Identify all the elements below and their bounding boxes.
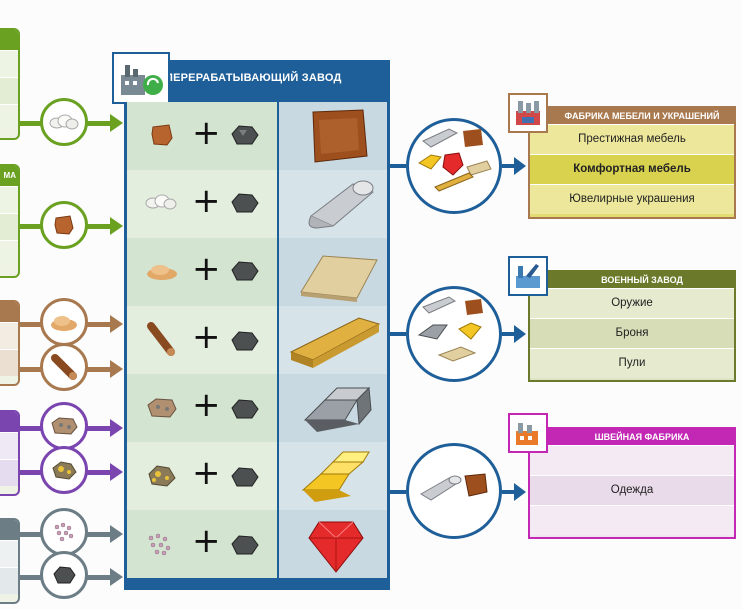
product-item: Броня: [530, 318, 734, 348]
gold-ore-source-icon: [40, 446, 88, 494]
sewing-factory-icon: [508, 413, 548, 453]
plus-sign: +: [192, 181, 221, 221]
recipe-row: +: [127, 170, 387, 238]
source-panel-gray: [0, 518, 20, 604]
sewing-factory-title: ШВЕЙНАЯ ФАБРИКА: [530, 429, 734, 445]
sawdust-source-icon: [40, 298, 88, 346]
recipe-row: +: [127, 442, 387, 510]
plus-sign: +: [192, 385, 221, 425]
furniture-factory-panel: ФАБРИКА МЕБЕЛИ И УКРАШЕНИЙ Престижная ме…: [528, 106, 736, 219]
coal-icon: [231, 399, 259, 419]
recipe-row: +: [127, 374, 387, 442]
coal-icon: [231, 331, 259, 351]
textile-materials-bundle: [406, 443, 502, 539]
product-item: Оружие: [530, 288, 734, 318]
plus-sign: +: [192, 317, 221, 357]
clay-icon: [151, 124, 173, 146]
coal-icon: [231, 535, 259, 555]
source-panel-header: МА: [0, 166, 18, 186]
military-factory-icon: [508, 256, 548, 296]
recipe-row: +: [127, 510, 387, 578]
source-panel-green-2: МА: [0, 164, 20, 278]
plus-sign: +: [192, 453, 221, 493]
plus-sign: +: [192, 249, 221, 289]
military-factory-panel: ВОЕННЫЙ ЗАВОД Оружие Броня Пули: [528, 270, 736, 382]
fabric-roll-icon: [308, 180, 374, 229]
cotton-source-icon: [40, 98, 88, 146]
clay-source-icon: [40, 201, 88, 249]
cotton-icon: [145, 194, 177, 210]
furniture-factory-title: ФАБРИКА МЕБЕЛИ И УКРАШЕНИЙ: [530, 108, 734, 124]
gold-ore-icon: [148, 465, 176, 487]
product-item: [530, 505, 734, 535]
source-panel-header: [0, 412, 18, 432]
furniture-materials-bundle: [406, 118, 502, 214]
military-materials-bundle: [406, 286, 502, 382]
crystal-source-icon: [40, 508, 88, 556]
coal-source-icon: [40, 551, 88, 599]
product-item: Ювелирные украшения: [530, 184, 734, 214]
recipe-row: +: [127, 238, 387, 306]
source-panel-brown: [0, 300, 20, 386]
plank-icon: [289, 317, 381, 368]
plus-sign: +: [192, 521, 221, 561]
recipe-row: +: [127, 306, 387, 374]
log-source-icon: [40, 343, 88, 391]
ruby-icon: [308, 521, 364, 573]
coal-icon: [231, 467, 259, 487]
brick-block-icon: [312, 109, 368, 163]
sawdust-icon: [147, 265, 177, 280]
plus-sign: +: [192, 113, 221, 153]
product-item: Комфортная мебель: [530, 154, 734, 184]
product-item: [530, 445, 734, 475]
factory-recycle-icon: [112, 52, 170, 104]
crystal-shards-icon: [148, 533, 171, 556]
product-item: Одежда: [530, 475, 734, 505]
source-panel-header: [0, 520, 18, 540]
recipe-row: +: [127, 102, 387, 170]
iron-ore-icon: [147, 398, 177, 418]
source-panel-header: [0, 30, 18, 50]
source-panel-header: [0, 302, 18, 322]
military-factory-title: ВОЕННЫЙ ЗАВОД: [530, 272, 734, 288]
coal-icon: [231, 261, 259, 281]
iron-ingot-icon: [303, 386, 372, 432]
processing-plant-title: ПЕРЕРАБАТЫВАЮЩИЙ ЗАВОД: [165, 72, 342, 84]
iron-ore-source-icon: [40, 402, 88, 450]
product-item: Престижная мебель: [530, 124, 734, 154]
gold-ingot-icon: [301, 451, 370, 502]
coal-icon: [231, 193, 259, 213]
source-panel-purple: [0, 410, 20, 496]
source-panel-green-1: [0, 28, 20, 140]
product-item: Пули: [530, 348, 734, 378]
log-icon: [147, 322, 175, 356]
furniture-factory-icon: [508, 93, 548, 133]
coal-icon: [231, 125, 259, 145]
chipboard-icon: [300, 255, 378, 302]
sewing-factory-panel: ШВЕЙНАЯ ФАБРИКА Одежда: [528, 427, 736, 539]
